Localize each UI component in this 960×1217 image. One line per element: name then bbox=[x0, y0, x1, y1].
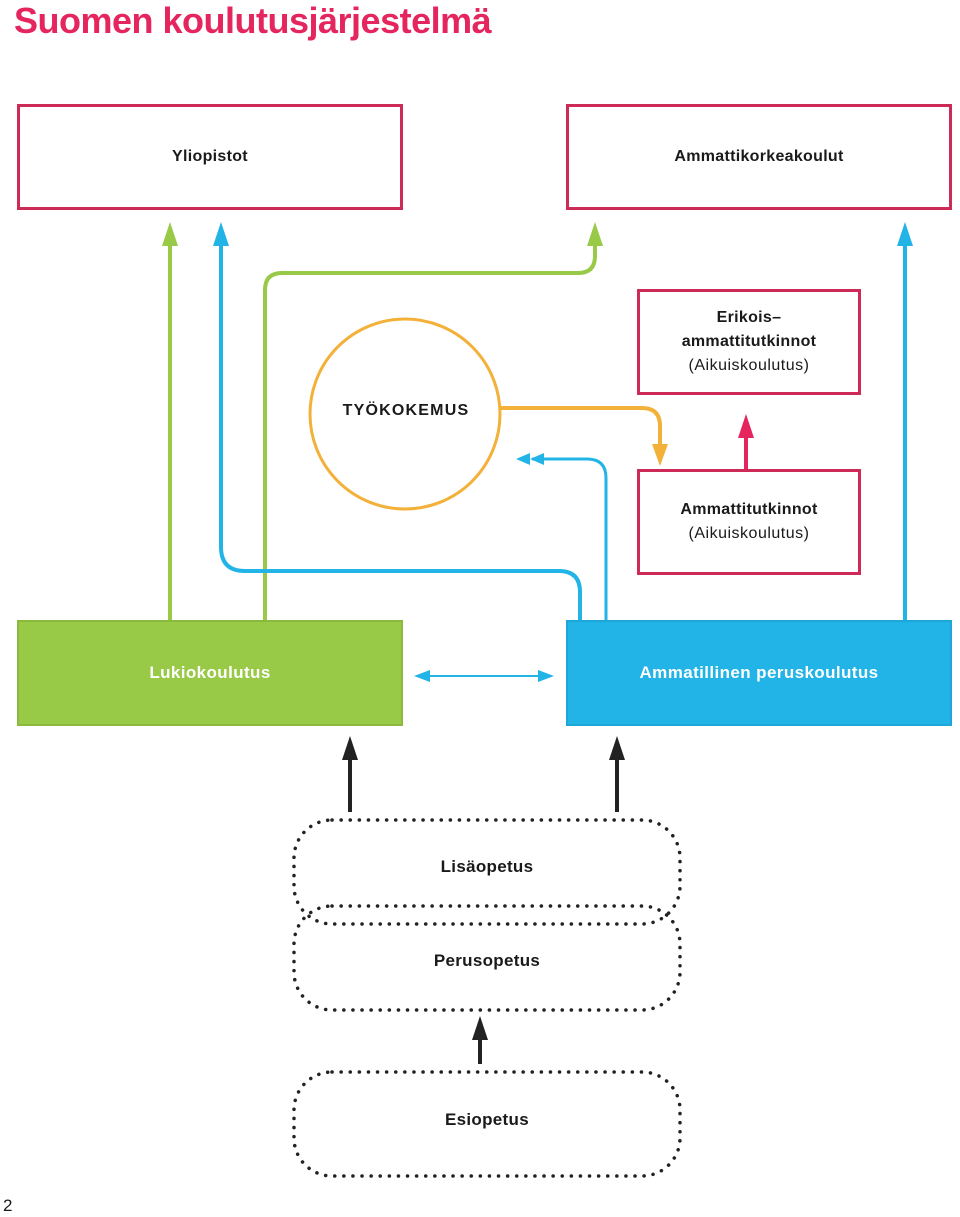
perusopetus-label: Perusopetus bbox=[433, 951, 541, 970]
black-arrowhead-lukio bbox=[342, 736, 358, 760]
blue-arrowhead-yliopistot bbox=[213, 222, 229, 246]
blue-double-arrowhead-left bbox=[414, 670, 430, 682]
lisaopetus-dotted-shape bbox=[292, 818, 682, 926]
blue-double-arrowhead-right bbox=[538, 670, 554, 682]
blue-line-ammatillinen-tyokokemus bbox=[532, 457, 608, 620]
orange-arrowhead-ammattitutkinnot bbox=[652, 444, 668, 466]
green-arrowhead-amk bbox=[587, 222, 603, 246]
black-arrowhead-ammatillinen bbox=[609, 736, 625, 760]
ammatillinen-peruskoulutus-box: Ammatillinen peruskoulutus bbox=[566, 620, 952, 726]
erikois-label-line2: ammattitutkinnot bbox=[681, 333, 817, 350]
ammattitutkinnot-sub-label: (Aikuiskoulutus) bbox=[688, 525, 810, 542]
blue-arrowhead-tyokokemus-2 bbox=[530, 453, 544, 465]
tyokokemus-circle bbox=[308, 317, 502, 511]
orange-line-tyokokemus-ammattitutkinnot bbox=[500, 406, 662, 446]
tyokokemus-label: TYÖKOKEMUS bbox=[342, 402, 470, 419]
lisaopetus-label: Lisäopetus bbox=[440, 857, 534, 876]
lukiokoulutus-box: Lukiokoulutus bbox=[17, 620, 403, 726]
page-title: Suomen koulutusjärjestelmä bbox=[14, 0, 492, 41]
yliopistot-label: Yliopistot bbox=[172, 148, 248, 165]
red-arrowhead-erikois bbox=[738, 414, 754, 438]
erikoisammattitutkinnot-box: Erikois– ammattitutkinnot (Aikuiskoulutu… bbox=[637, 289, 861, 395]
esiopetus-label: Esiopetus bbox=[445, 1110, 529, 1129]
blue-arrowhead-tyokokemus bbox=[516, 453, 530, 465]
erikois-label-line1: Erikois– bbox=[716, 309, 782, 326]
yliopistot-box: Yliopistot bbox=[17, 104, 403, 210]
page-number: 2 bbox=[3, 1196, 13, 1215]
blue-line-ammatillinen-yliopistot bbox=[219, 240, 582, 620]
perusopetus-dotted-shape bbox=[292, 904, 682, 1012]
ammatillinen-peruskoulutus-label: Ammatillinen peruskoulutus bbox=[639, 663, 879, 682]
lukiokoulutus-label: Lukiokoulutus bbox=[149, 663, 271, 682]
esiopetus-dotted-shape bbox=[292, 1070, 682, 1178]
black-arrowhead-perusopetus bbox=[472, 1016, 488, 1040]
ammattitutkinnot-box: Ammattitutkinnot (Aikuiskoulutus) bbox=[637, 469, 861, 575]
ammattikorkeakoulut-label: Ammattikorkeakoulut bbox=[674, 148, 844, 165]
erikois-sub-label: (Aikuiskoulutus) bbox=[688, 357, 810, 374]
ammattitutkinnot-label: Ammattitutkinnot bbox=[680, 501, 818, 518]
ammattikorkeakoulut-box: Ammattikorkeakoulut bbox=[566, 104, 952, 210]
green-arrowhead-yliopistot bbox=[162, 222, 178, 246]
green-line-lukio-amk bbox=[263, 240, 597, 620]
blue-arrowhead-amk bbox=[897, 222, 913, 246]
